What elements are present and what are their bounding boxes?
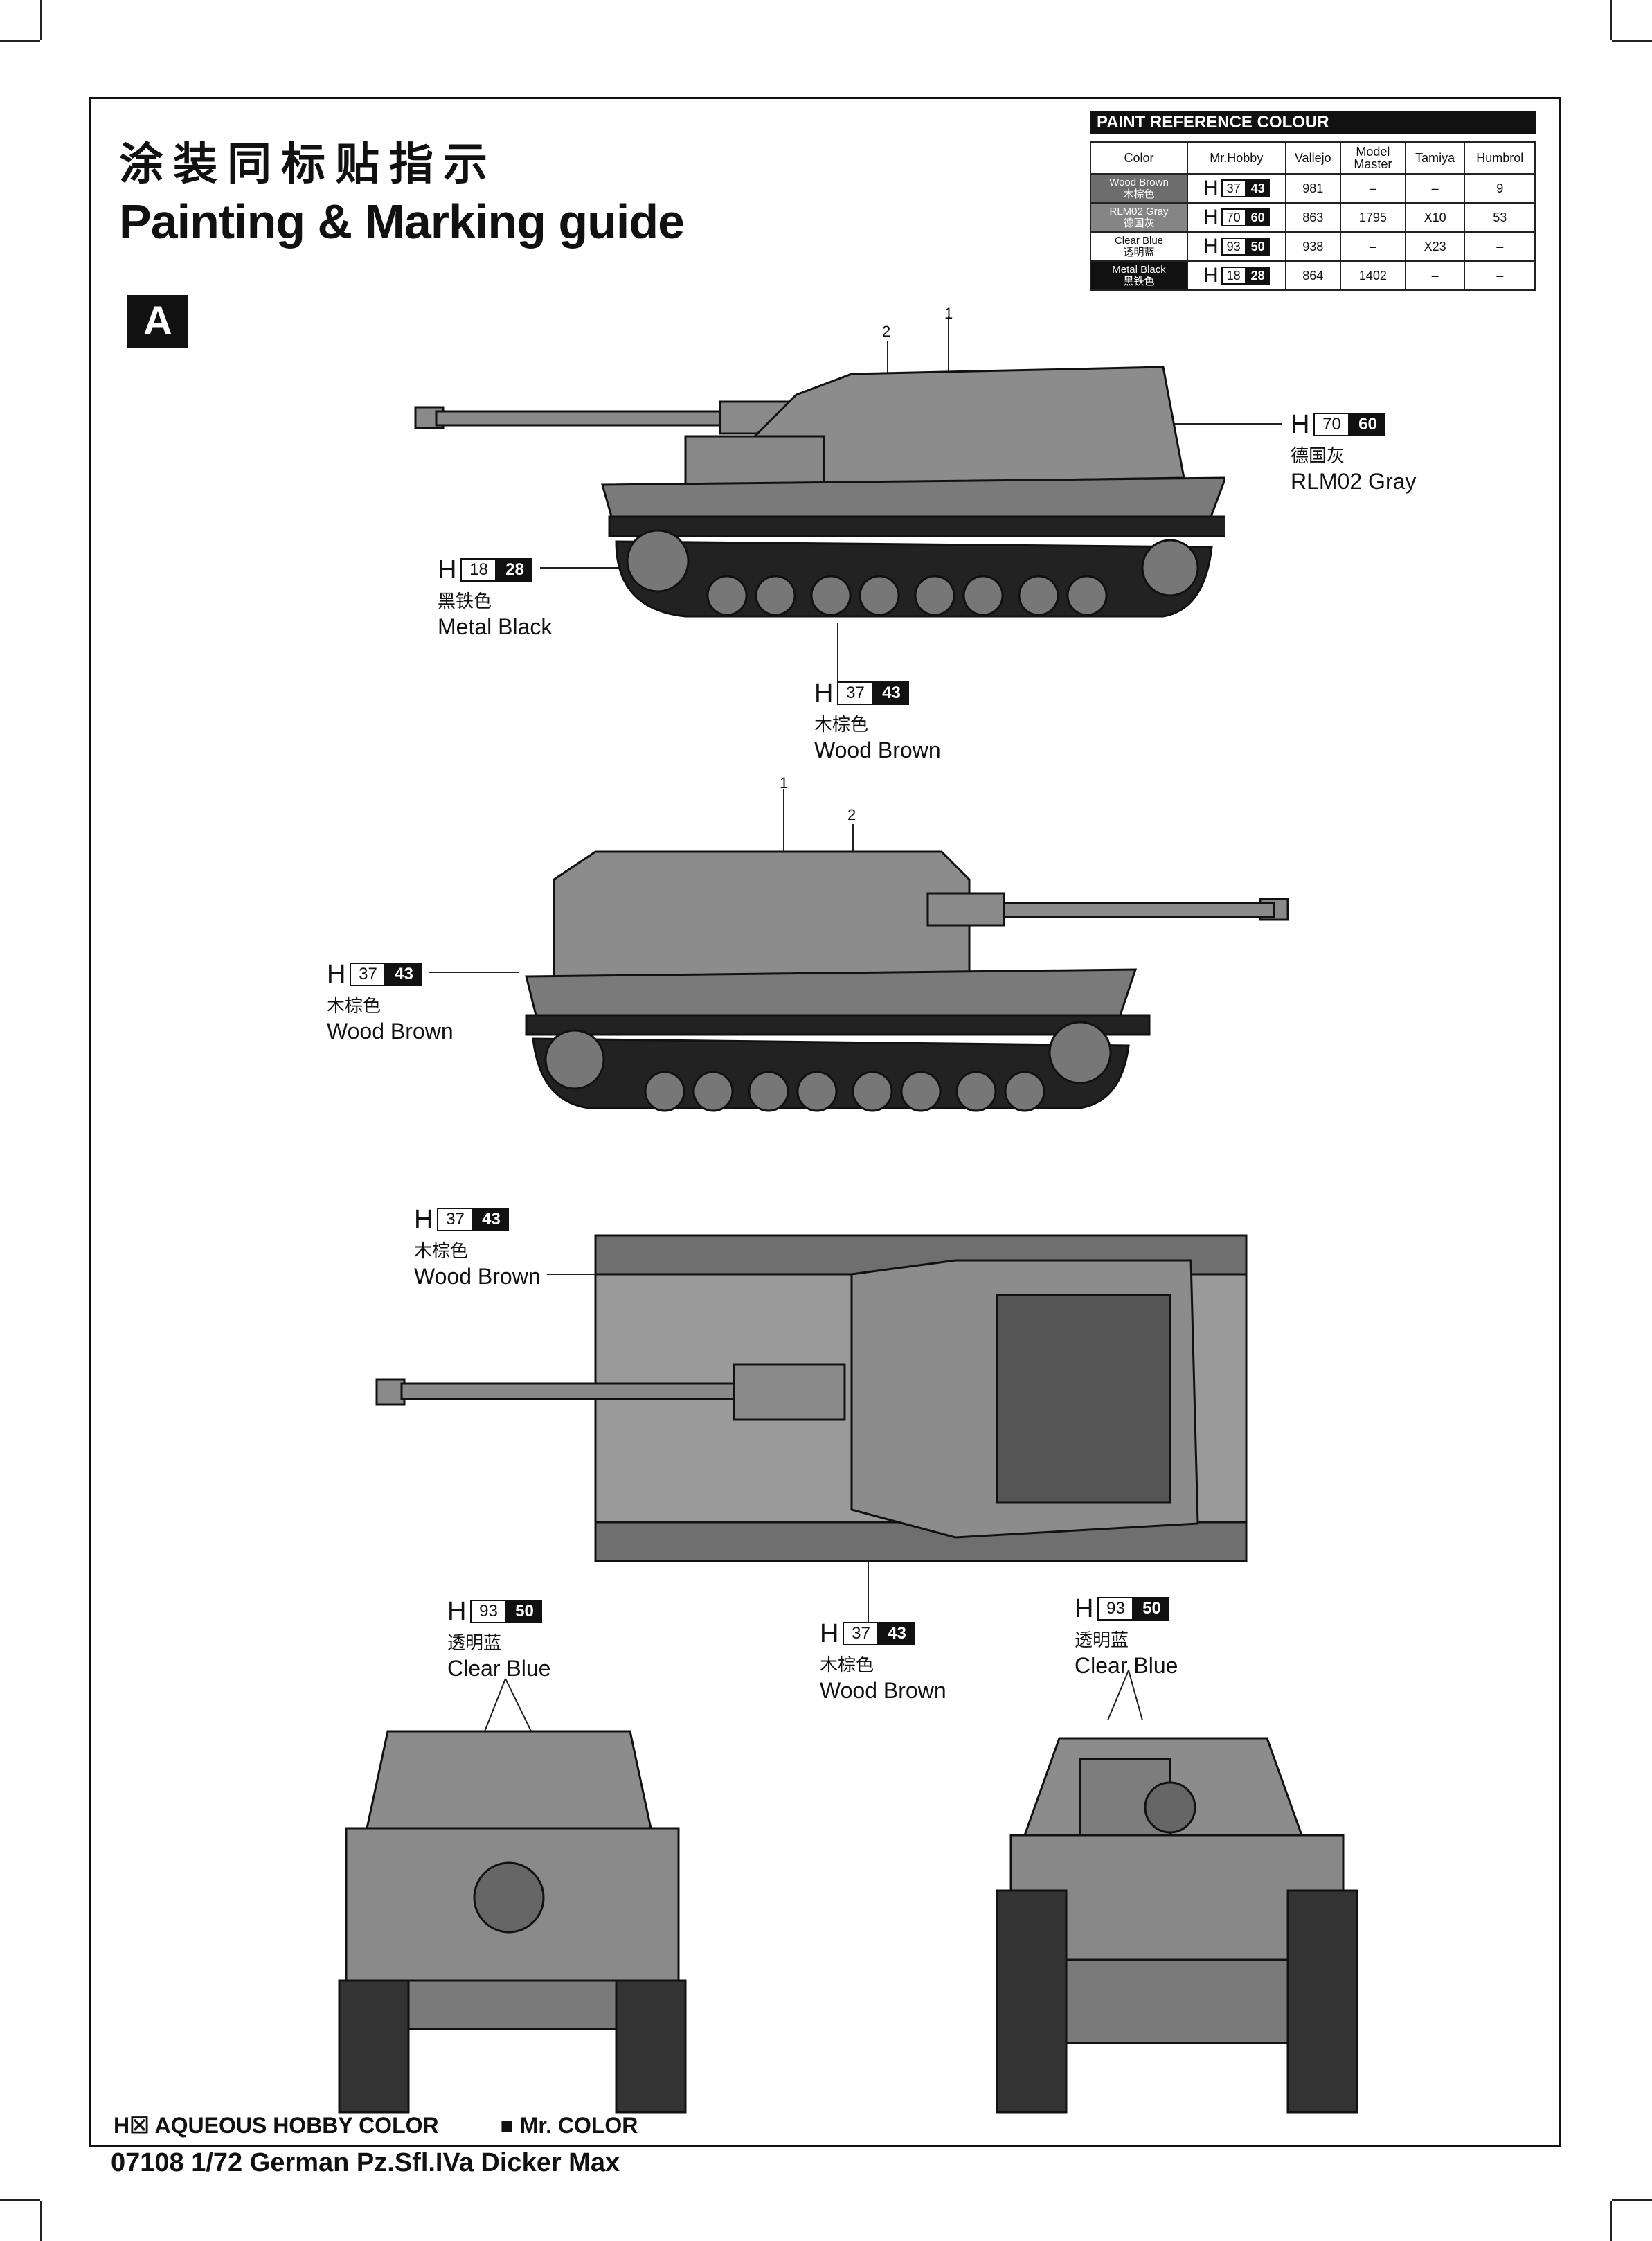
model-master-cell: – <box>1339 173 1406 204</box>
color-name-cn: 木棕色 <box>1123 188 1155 200</box>
side-view-right <box>525 850 1289 1112</box>
marker-number: 2 <box>847 806 856 823</box>
color-name-en: RLM02 Gray <box>1109 206 1169 217</box>
page-title: Painting & Marking guide <box>119 195 685 249</box>
tamiya-cell: X10 <box>1404 202 1466 233</box>
column-header: Tamiya <box>1404 141 1466 175</box>
scheme-badge: A <box>127 295 188 348</box>
paint-table: Color Mr.Hobby Vallejo Model Master Tami… <box>1090 141 1536 291</box>
legend-aqueous: H☒ AQUEOUS HOBBY COLOR <box>114 2113 439 2138</box>
column-header: Mr.Hobby <box>1187 141 1286 175</box>
paint-reference-table: PAINT REFERENCE COLOUR Color Mr.Hobby Va… <box>1090 111 1536 291</box>
table-header-row: Color Mr.Hobby Vallejo Model Master Tami… <box>1090 141 1536 175</box>
model-master-cell: 1402 <box>1339 260 1406 291</box>
color-name-en: Clear Blue <box>1114 235 1164 247</box>
marker-number: 2 <box>882 323 891 340</box>
front-view <box>996 1737 1358 2114</box>
color-name-cn: 德国灰 <box>1123 217 1155 229</box>
crop-mark <box>0 40 40 42</box>
marker-number: 1 <box>944 305 953 322</box>
color-name-en: Metal Black <box>1112 264 1166 276</box>
humbrol-cell: 9 <box>1464 173 1536 204</box>
crop-mark <box>1610 0 1612 40</box>
column-header: Model Master <box>1339 141 1406 175</box>
side-view-left <box>414 366 1225 618</box>
humbrol-cell: – <box>1464 260 1536 291</box>
crop-mark <box>0 2199 40 2201</box>
vallejo-cell: 864 <box>1284 260 1341 291</box>
column-header: Humbrol <box>1464 141 1536 175</box>
color-name-cn: 黑铁色 <box>1123 276 1155 287</box>
crop-mark <box>1610 2201 1612 2241</box>
vallejo-cell: 981 <box>1284 173 1341 204</box>
vallejo-cell: 938 <box>1284 231 1341 262</box>
crop-mark <box>1612 40 1652 42</box>
model-master-cell: 1795 <box>1339 202 1406 233</box>
top-view <box>375 1234 1248 1562</box>
humbrol-cell: – <box>1464 231 1536 262</box>
color-legend: H☒ AQUEOUS HOBBY COLOR ■ Mr. COLOR <box>114 2112 693 2139</box>
tamiya-cell: – <box>1404 260 1466 291</box>
tamiya-cell: X23 <box>1404 231 1466 262</box>
vallejo-cell: 863 <box>1284 202 1341 233</box>
model-master-cell: – <box>1339 231 1406 262</box>
color-name-en: Wood Brown <box>1109 177 1169 188</box>
humbrol-cell: 53 <box>1464 202 1536 233</box>
crop-mark <box>40 0 42 40</box>
rear-view <box>338 1730 687 2114</box>
legend-mr-color: ■ Mr. COLOR <box>500 2113 638 2138</box>
column-header: Vallejo <box>1284 141 1341 175</box>
crop-mark <box>40 2201 42 2241</box>
crop-mark <box>1612 2199 1652 2201</box>
tamiya-cell: – <box>1404 173 1466 204</box>
title-chinese: 涂装同标贴指示 <box>119 139 497 190</box>
color-name-cn: 透明蓝 <box>1123 247 1155 258</box>
model-title: 07108 1/72 German Pz.Sfl.IVa Dicker Max <box>111 2148 620 2177</box>
page-frame <box>89 97 1561 2147</box>
column-header: Color <box>1090 141 1188 175</box>
paint-table-caption: PAINT REFERENCE COLOUR <box>1090 111 1536 134</box>
marker-number: 1 <box>780 774 789 792</box>
